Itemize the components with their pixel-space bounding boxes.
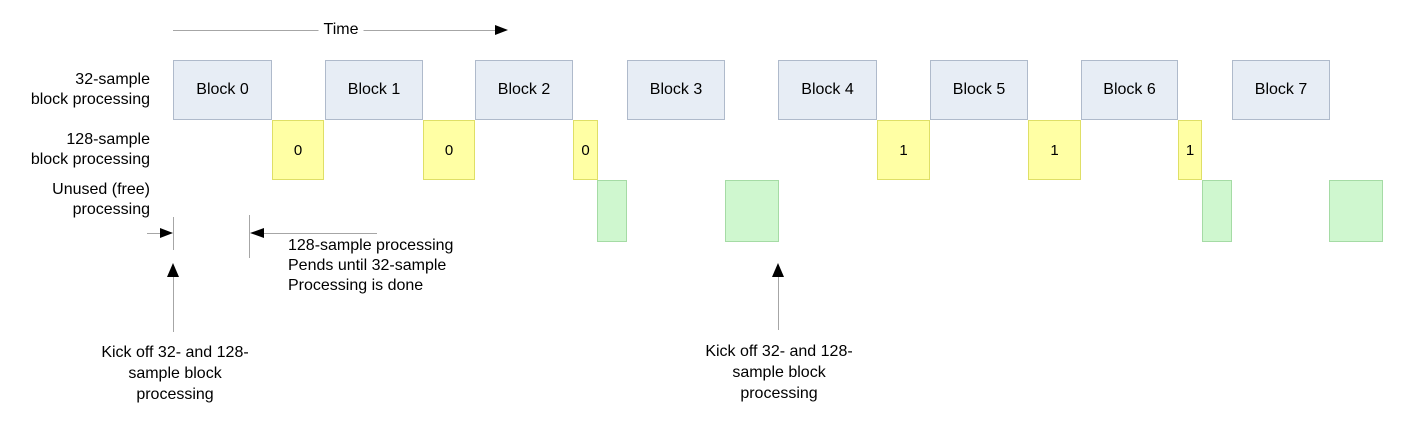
yellow-block-3: 0	[573, 120, 598, 180]
yellow-block-5: 1	[1028, 120, 1081, 180]
block-0: Block 0	[173, 60, 272, 120]
row-label-line: 32-sample	[75, 71, 150, 88]
row-label-line: 128-sample	[66, 131, 150, 148]
pend-note: 128-sample processing Pends until 32-sam…	[288, 236, 508, 296]
block-2: Block 2	[475, 60, 573, 120]
kickoff-arrow-right-head-icon	[772, 263, 784, 277]
kickoff-note-line: sample block	[732, 364, 826, 381]
kickoff-note-right: Kick off 32- and 128- sample block proce…	[669, 341, 889, 404]
block-3: Block 3	[627, 60, 725, 120]
pend-note-line: Pends until 32-sample	[288, 257, 447, 274]
kickoff-note-line: processing	[136, 386, 214, 403]
free-block-3	[1202, 180, 1232, 242]
kickoff-arrow-left-head-icon	[167, 263, 179, 277]
measure-right-arrow-line	[147, 233, 162, 234]
block-1: Block 1	[325, 60, 423, 120]
block-7: Block 7	[1232, 60, 1330, 120]
pend-note-line: 128-sample processing	[288, 237, 454, 254]
kickoff-arrow-left-line	[173, 277, 174, 332]
free-block-2	[725, 180, 779, 242]
kickoff-note-left: Kick off 32- and 128- sample block proce…	[65, 342, 285, 405]
pend-note-line: Processing is done	[288, 277, 424, 294]
block-5: Block 5	[930, 60, 1028, 120]
time-axis-label: Time	[318, 21, 364, 39]
row-label-unused: Unused (free) processing	[0, 180, 150, 220]
kickoff-note-line: sample block	[128, 365, 222, 382]
block-6: Block 6	[1081, 60, 1178, 120]
row-label-line: block processing	[30, 151, 150, 168]
measure-left-arrowhead-icon	[250, 228, 264, 238]
measure-tick-start	[173, 217, 174, 250]
row-label-line: processing	[72, 201, 150, 218]
yellow-block-4: 1	[877, 120, 930, 180]
kickoff-note-line: processing	[740, 385, 818, 402]
yellow-block-6: 1	[1178, 120, 1202, 180]
row-label-line: block processing	[30, 91, 150, 108]
row-label-line: Unused (free)	[52, 181, 150, 198]
row-label-128-sample: 128-sample block processing	[0, 130, 150, 170]
measure-right-arrowhead-icon	[160, 228, 173, 238]
measure-left-arrow-line	[264, 233, 377, 234]
free-block-1	[597, 180, 627, 242]
measure-tick-end	[249, 215, 250, 258]
free-block-4	[1329, 180, 1383, 242]
block-4: Block 4	[778, 60, 877, 120]
yellow-block-1: 0	[272, 120, 324, 180]
yellow-block-2: 0	[423, 120, 475, 180]
kickoff-arrow-right-line	[778, 277, 779, 330]
kickoff-note-line: Kick off 32- and 128-	[101, 344, 249, 361]
row-label-32-sample: 32-sample block processing	[0, 70, 150, 110]
kickoff-note-line: Kick off 32- and 128-	[705, 343, 853, 360]
time-axis-arrowhead-icon	[495, 25, 508, 35]
